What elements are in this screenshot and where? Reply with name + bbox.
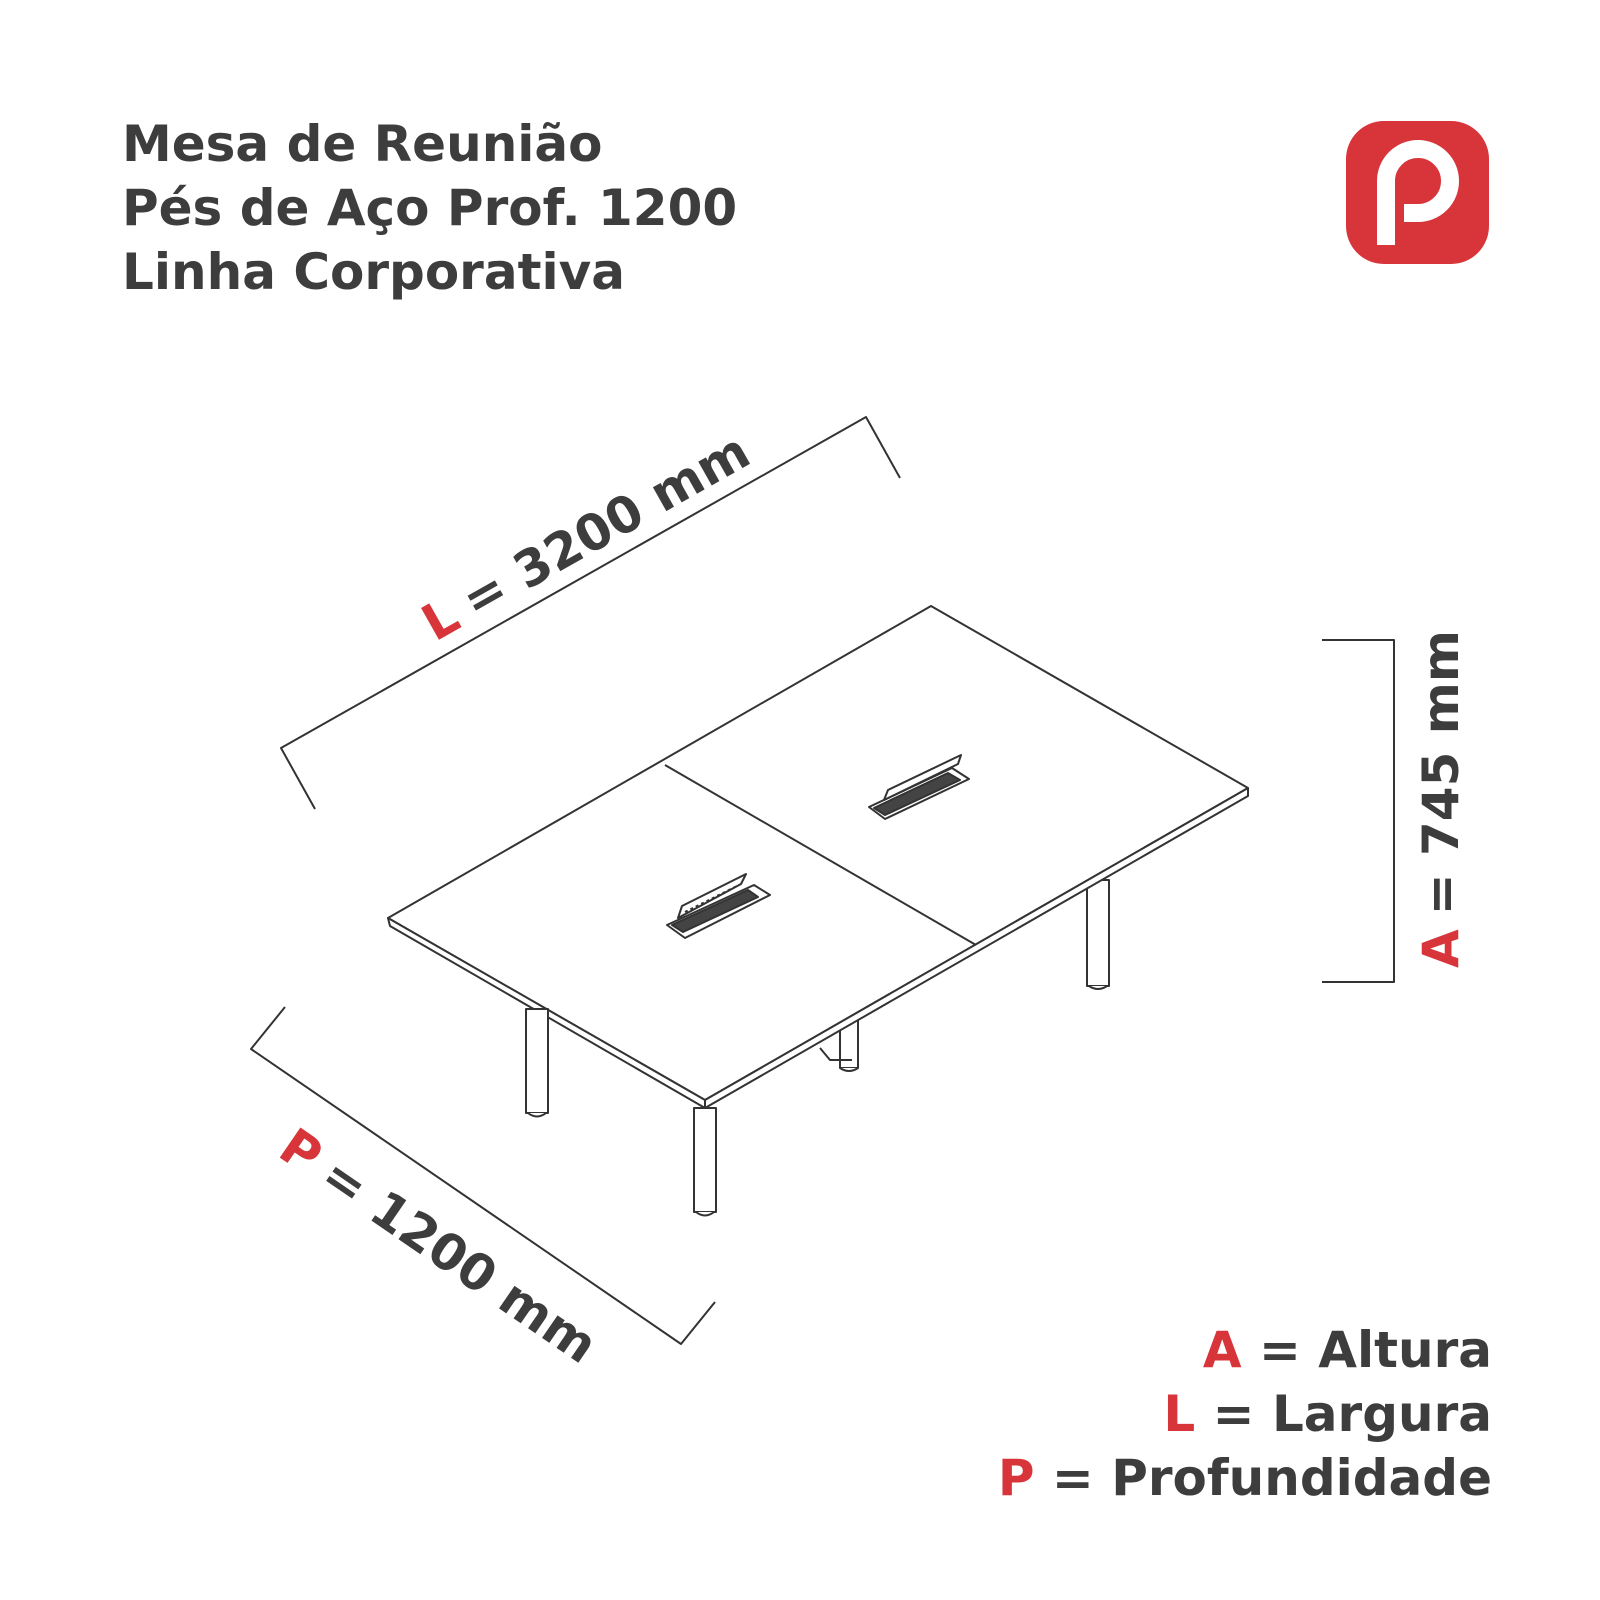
title-line-3: Linha Corporativa — [122, 243, 625, 301]
title-block: Mesa de Reunião Pés de Aço Prof. 1200 Li… — [122, 112, 737, 304]
cable-box — [868, 754, 970, 820]
width-label: L= 3200 mm — [412, 422, 759, 653]
depth-value: = 1200 mm — [311, 1146, 608, 1375]
height-letter: A — [1412, 929, 1470, 968]
width-letter: L — [412, 586, 468, 652]
depth-dimension-line — [250, 1006, 716, 1345]
legend-letter: A — [1202, 1321, 1242, 1379]
center-leg-base — [819, 1047, 852, 1061]
legend-item: P = Profundidade — [998, 1446, 1492, 1510]
legend-text: = Profundidade — [1051, 1449, 1492, 1507]
depth-label: P= 1200 mm — [269, 1117, 607, 1375]
tabletop — [387, 605, 1249, 1109]
height-label: A = 745 mm — [1412, 630, 1470, 968]
legend-letter: L — [1163, 1385, 1196, 1443]
legend-letter: P — [997, 1449, 1035, 1507]
legend-item: A = Altura — [998, 1318, 1492, 1382]
brand-p-logo-icon — [1346, 121, 1489, 264]
title-line-1: Mesa de Reunião — [122, 115, 603, 173]
width-value: = 3200 mm — [452, 422, 759, 630]
legend-text: = Altura — [1258, 1321, 1492, 1379]
height-value: = 745 mm — [1412, 630, 1470, 915]
width-dimension-line — [280, 416, 901, 810]
table-leg — [525, 1008, 549, 1118]
legend: A = Altura L = Largura P = Profundidade — [998, 1318, 1492, 1510]
table-leg — [1086, 879, 1110, 990]
legend-text: = Largura — [1212, 1385, 1492, 1443]
legend-item: L = Largura — [998, 1382, 1492, 1446]
height-dimension-line — [1322, 639, 1395, 983]
title-line-2: Pés de Aço Prof. 1200 — [122, 179, 738, 237]
table-leg — [693, 1107, 717, 1217]
table-leg — [839, 1019, 859, 1072]
cable-box — [666, 873, 771, 939]
